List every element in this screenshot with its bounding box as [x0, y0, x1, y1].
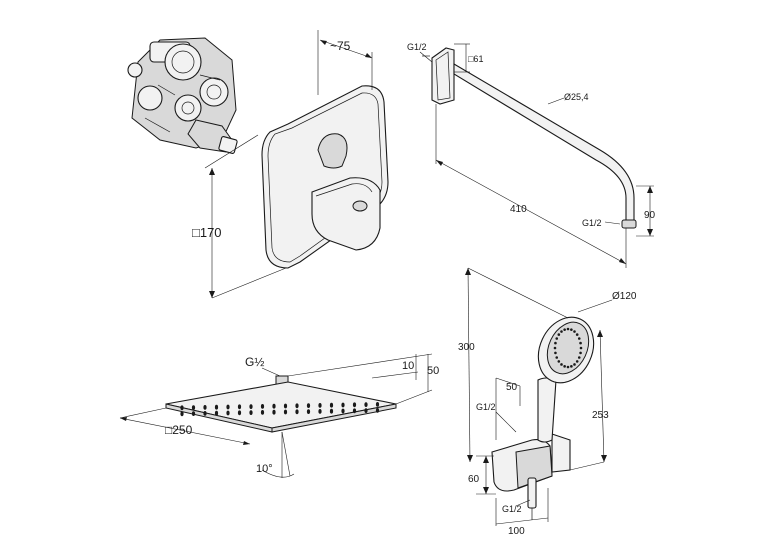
arm-dimensions: G1/2 □61 Ø25,4 410 G1/2 90 [407, 42, 656, 268]
nozzle-dot [191, 405, 196, 410]
hand-nozzle-dot [579, 341, 582, 345]
nozzle-dot [260, 404, 265, 409]
hand-nozzle-dot [575, 333, 579, 336]
arm-tube-diameter-label: Ø25,4 [564, 92, 589, 102]
hand-nozzle-dot [555, 337, 559, 340]
hand-nozzle-dot [557, 333, 561, 336]
nozzle-dot [180, 411, 184, 417]
nozzle-dot [364, 408, 368, 413]
hand-nozzle-dot [560, 330, 563, 333]
nozzle-dot [364, 402, 368, 407]
nozzle-dot [203, 405, 207, 410]
nozzle-dot [329, 408, 334, 414]
hand-nozzle-dot [554, 341, 557, 345]
nozzle-dot [283, 403, 288, 409]
nozzle-dot [318, 403, 322, 408]
mixer-dimensions: ~75 □170 [192, 30, 373, 299]
nozzle-dot [214, 410, 219, 416]
nozzle-dot [295, 403, 299, 409]
nozzle-dot [352, 408, 357, 414]
hand-nozzle-dot [575, 360, 579, 363]
nozzle-dot [249, 404, 253, 409]
mixer-trim [261, 85, 389, 269]
valve-body [127, 37, 238, 154]
nozzle-dot [237, 404, 242, 410]
head-thread-label: G½ [245, 355, 264, 369]
nozzle-dot [237, 410, 242, 416]
nozzle-dot [272, 409, 276, 415]
head-dimensions: G½ 10 50 □250 10° [119, 353, 439, 478]
arm-flange-label: □61 [468, 54, 483, 64]
hand-nozzle-dot [573, 363, 576, 366]
hand-nozzle-dot [566, 327, 570, 331]
arm-thread-bottom-label: G1/2 [582, 218, 602, 228]
nozzle-dot [260, 410, 265, 415]
nozzle-dot [214, 404, 219, 410]
nozzle-dot [329, 402, 334, 408]
head-thickness-label: 10 [402, 360, 414, 372]
nozzle-dot [191, 411, 196, 416]
nozzle-dot [352, 402, 357, 408]
arm-length-label: 410 [510, 204, 527, 215]
hand-nozzle-dot [570, 365, 573, 368]
holder-width-label: 100 [508, 526, 525, 537]
nozzle-dot [306, 409, 311, 414]
hand-nozzle-dot [577, 356, 581, 359]
mixer-plate-label: □170 [192, 225, 222, 240]
nozzle-dot [180, 405, 184, 411]
nozzle-dot [249, 410, 253, 415]
hand-nozzle-dot [553, 346, 557, 350]
head-size-label: □250 [165, 423, 193, 437]
hand-nozzle-dot [560, 363, 563, 366]
hand-nozzle-dot [554, 351, 557, 355]
head-angle-label: 10° [256, 463, 273, 475]
hand-nozzle-dot [557, 360, 561, 363]
hand-nozzle-dot [573, 330, 576, 333]
nozzle-dot [318, 409, 322, 414]
head-shower [165, 375, 397, 433]
hand-diameter-label: Ø120 [612, 291, 637, 302]
hand-nozzle-dot [577, 337, 581, 340]
nozzle-dot [375, 408, 380, 413]
holder-height-label: 60 [468, 474, 480, 485]
arm-thread-top-label: G1/2 [407, 42, 427, 52]
hand-height-label: 300 [458, 342, 475, 353]
nozzle-dot [341, 402, 345, 408]
hand-nozzle-dot [563, 328, 566, 331]
holder-depth-label: 50 [506, 382, 518, 393]
nozzle-dot [203, 411, 207, 416]
arm-drop-label: 90 [644, 210, 656, 221]
hand-nozzles [553, 327, 583, 369]
hand-nozzle-dot [579, 351, 582, 355]
head-height-label: 50 [427, 365, 439, 377]
nozzle-dot [341, 408, 345, 414]
hand-nozzle-dot [570, 328, 573, 331]
hand-nozzle-dot [566, 365, 570, 369]
hand-nozzle-dot [563, 365, 566, 368]
nozzle-dot [306, 403, 311, 408]
nozzle-dot [295, 409, 299, 415]
nozzle-dot [226, 404, 230, 410]
holder-thread-bottom-label: G1/2 [502, 504, 522, 514]
shower-arm [422, 47, 637, 229]
hand-shower-set [491, 316, 595, 520]
hand-dimensions: Ø120 300 50 G1/2 253 60 G1/2 100 [458, 267, 637, 537]
nozzle-dot [226, 410, 230, 416]
hand-nozzle-dot [579, 346, 583, 350]
nozzle-dot [283, 409, 288, 415]
hand-length-label: 253 [592, 410, 609, 421]
head-nozzles [180, 402, 380, 417]
hand-nozzle-dot [555, 356, 559, 359]
mixer-depth-label: ~75 [330, 39, 351, 53]
holder-thread-top-label: G1/2 [476, 402, 496, 412]
nozzle-dot [375, 402, 380, 407]
nozzle-dot [272, 403, 276, 409]
